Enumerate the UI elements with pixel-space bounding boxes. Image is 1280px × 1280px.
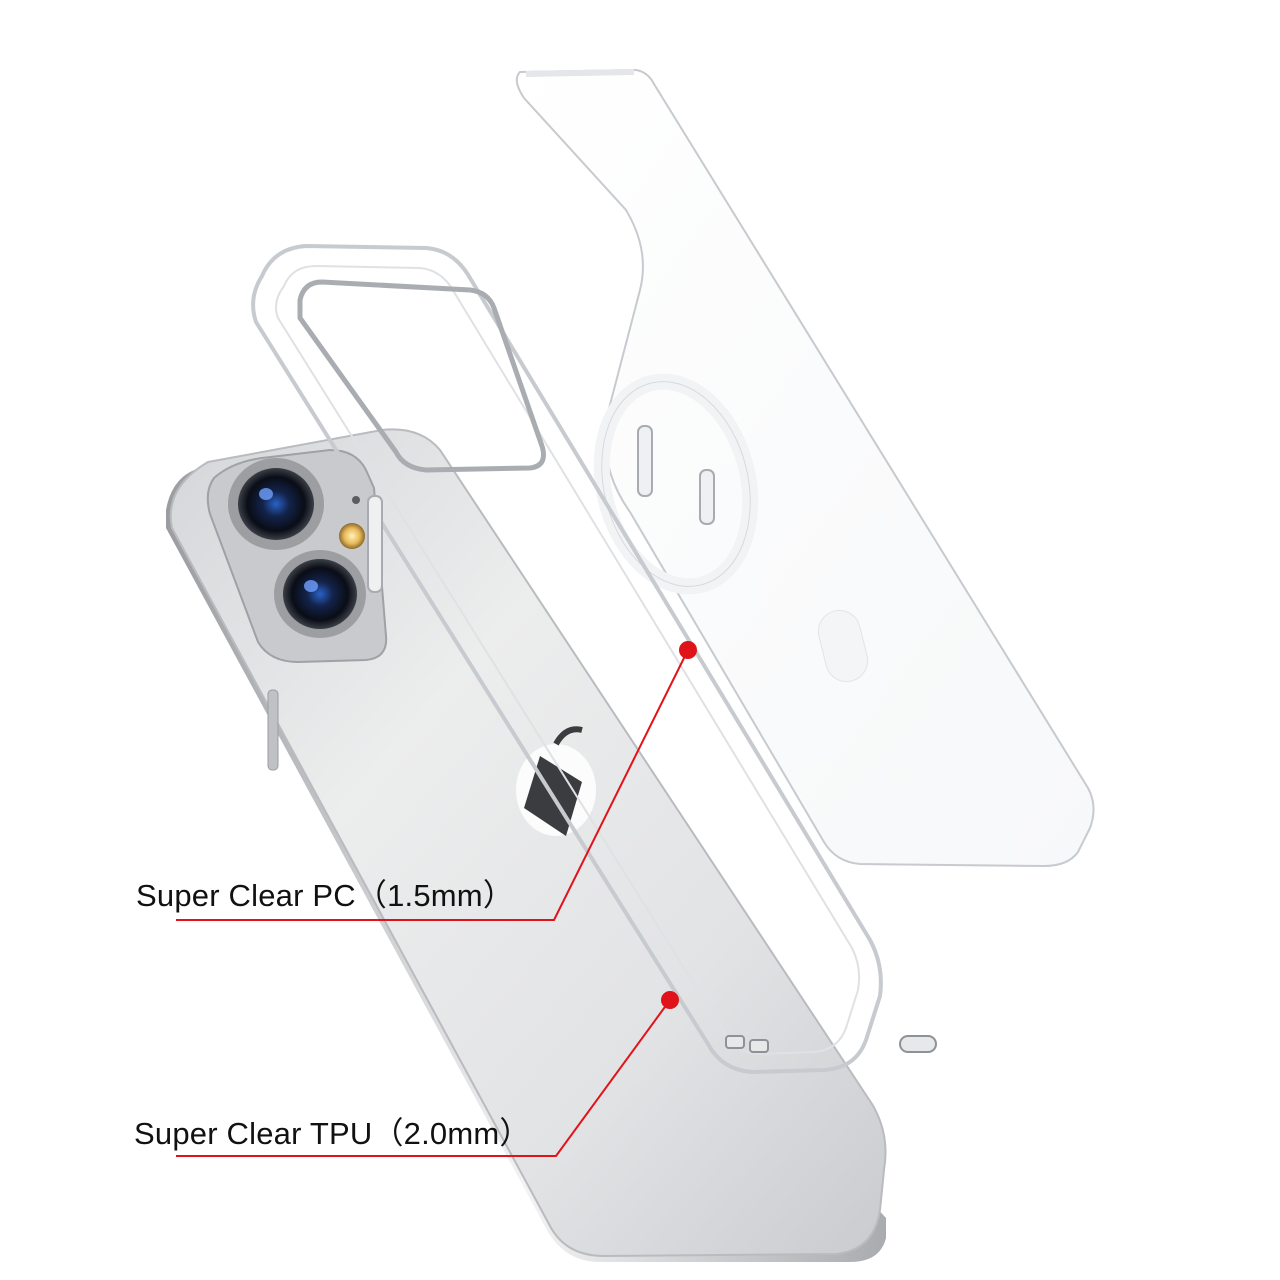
callout-pc-dot bbox=[679, 641, 697, 659]
callout-tpu-label: Super Clear TPU（2.0mm） bbox=[134, 1116, 531, 1151]
pc-plate-outline bbox=[515, 68, 1095, 868]
callout-pc-line bbox=[176, 649, 689, 921]
phone-illustration bbox=[166, 428, 887, 1262]
alignment-tab bbox=[817, 609, 869, 683]
callout-tpu-dot bbox=[661, 991, 679, 1009]
frame-bottom-ports bbox=[725, 1035, 937, 1053]
callout-tpu-line bbox=[176, 999, 671, 1157]
frame-button-3 bbox=[699, 469, 715, 525]
frame-button-1 bbox=[367, 495, 383, 593]
microphone-dot bbox=[352, 496, 360, 504]
tpu-frame-inner bbox=[275, 264, 861, 1056]
callout-tpu bbox=[176, 991, 679, 1157]
tpu-frame-outer bbox=[251, 243, 883, 1075]
lower-lens-icon bbox=[283, 559, 357, 629]
camera-cutout bbox=[297, 279, 546, 473]
callout-pc-label: Super Clear PC（1.5mm） bbox=[136, 878, 515, 913]
upper-lens-icon bbox=[238, 468, 314, 540]
phone-side-button bbox=[267, 689, 279, 771]
flash-icon bbox=[339, 523, 365, 549]
callout-pc bbox=[176, 641, 697, 921]
tpu-frame bbox=[251, 243, 937, 1075]
frame-button-2 bbox=[637, 425, 653, 497]
